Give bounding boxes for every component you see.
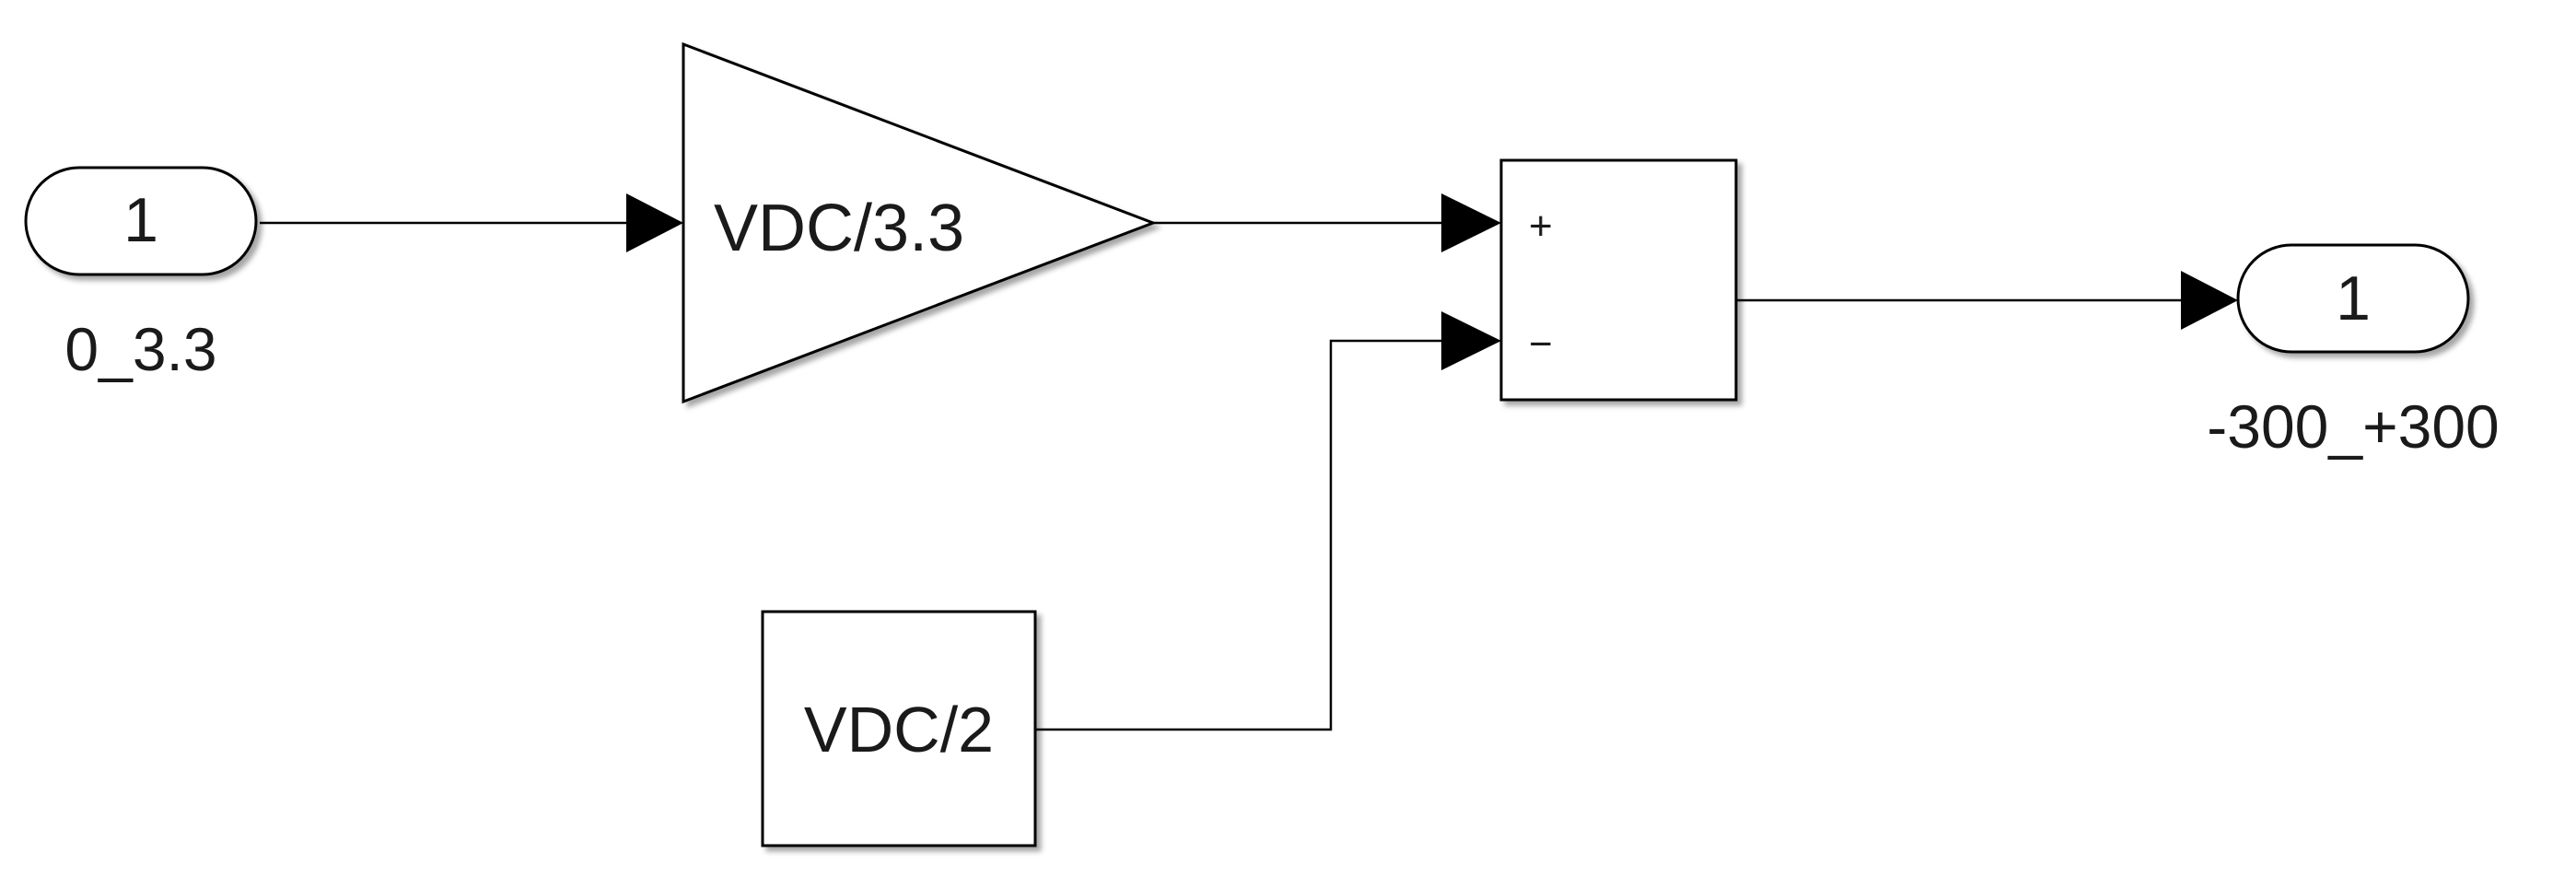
outport-name-label: -300_+300 (2207, 392, 2499, 461)
inport-name-label: 0_3.3 (64, 315, 216, 383)
inport-number: 1 (123, 185, 158, 255)
constant-block[interactable]: VDC/2 (761, 610, 1037, 847)
arrowheads (626, 193, 2238, 370)
sum-block[interactable]: + − (1499, 158, 1738, 402)
outport-number: 1 (2336, 263, 2371, 333)
sum-shape[interactable] (1499, 158, 1738, 402)
sum-plus-sign: + (1529, 204, 1553, 249)
gain-label: VDC/3.3 (714, 192, 964, 265)
arrowhead-sum-minus-input (1441, 311, 1501, 370)
gain-triangle[interactable] (682, 41, 1158, 404)
signal-constant-to-sum[interactable] (1035, 339, 1451, 731)
arrowhead-gain-input (626, 193, 683, 252)
gain-block[interactable]: VDC/3.3 (682, 41, 1158, 404)
sum-minus-sign: − (1529, 321, 1553, 367)
outport-shape[interactable] (2236, 243, 2470, 354)
signal-lines (260, 221, 2181, 731)
constant-shape[interactable] (761, 610, 1037, 847)
inport-block[interactable]: 1 (24, 166, 258, 276)
arrowhead-outport-input (2181, 271, 2238, 330)
inport-shape[interactable] (24, 166, 258, 276)
arrowhead-sum-plus-input (1441, 193, 1501, 252)
constant-label: VDC/2 (804, 694, 994, 765)
outport-block[interactable]: 1 (2236, 243, 2470, 354)
